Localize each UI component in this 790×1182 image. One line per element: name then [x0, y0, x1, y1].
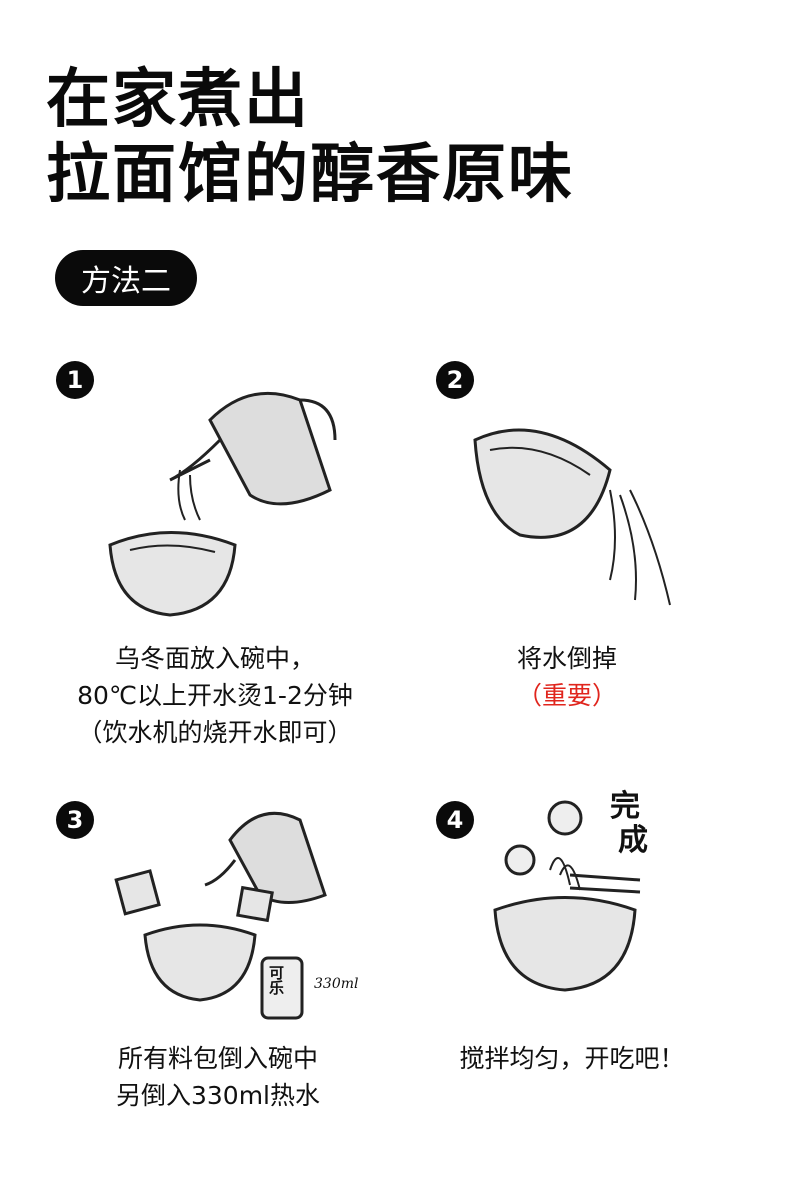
step-2-caption: 将水倒掉 （重要） [517, 640, 617, 714]
pour-packets-illustration [114, 811, 327, 1020]
caption-line: 将水倒掉 [516, 644, 618, 673]
kettle-pouring-into-bowl-illustration [108, 391, 337, 617]
page-title-line-1: 在家煮出 [46, 63, 310, 137]
important-note: （重要） [516, 681, 618, 710]
caption-line: 乌冬面放入碗中， [114, 644, 316, 673]
method-badge: 方法二 [55, 250, 197, 306]
step-1-caption: 乌冬面放入碗中， 80℃以上开水烫1-2分钟 （饮水机的烧开水即可） [77, 640, 353, 751]
caption-line: 80℃以上开水烫1-2分钟 [77, 681, 353, 710]
step-1-number: 1 [56, 361, 94, 399]
done-label-char: 成 [618, 823, 648, 858]
noodle-bowl-done-illustration [493, 800, 641, 992]
step-4-caption: 搅拌均匀，开吃吧！ [459, 1040, 684, 1077]
caption-line: 另倒入330ml热水 [115, 1081, 321, 1110]
volume-label: 330ml [314, 976, 359, 992]
bowl-draining-illustration [473, 428, 671, 606]
page-title-line-2: 拉面馆的醇香原味 [46, 138, 574, 212]
can-label: 可乐 [267, 965, 285, 995]
caption-line: （饮水机的烧开水即可） [77, 718, 353, 747]
caption-line: 所有料包倒入碗中 [117, 1044, 318, 1073]
done-stamp: 完 成 [610, 790, 648, 858]
step-4-number: 4 [436, 801, 474, 839]
step-3-caption: 所有料包倒入碗中 另倒入330ml热水 [116, 1040, 320, 1114]
step-2-number: 2 [436, 361, 474, 399]
done-label-char: 完 [610, 789, 640, 824]
step-3-number: 3 [56, 801, 94, 839]
caption-line: 搅拌均匀，开吃吧！ [459, 1044, 685, 1073]
